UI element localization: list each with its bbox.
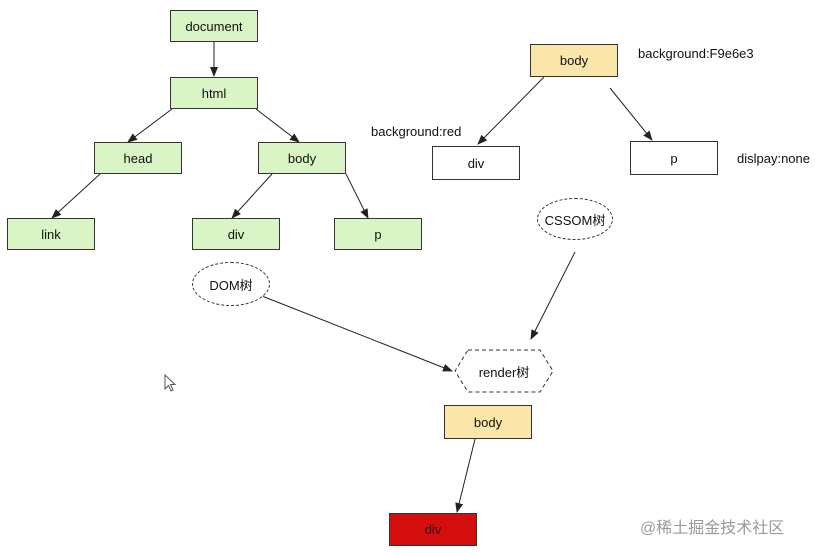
edge-render-body-div: [455, 438, 476, 513]
edge-body-div: [231, 173, 273, 219]
edge-cssom-body-div: [477, 76, 545, 145]
dom-node-link: link: [7, 218, 95, 250]
dom-node-head: head: [94, 142, 182, 174]
dom-node-html: html: [170, 77, 258, 109]
render-node-body: body: [444, 405, 532, 439]
dom-tree-caption: DOM树: [192, 262, 270, 306]
cssom-node-p: p: [630, 141, 718, 175]
cssom-body-style: background:F9e6e3: [638, 46, 754, 61]
dom-node-body: body: [258, 142, 346, 174]
edge-cssom-body-p: [609, 87, 653, 141]
cssom-tree-caption: CSSOM树: [537, 198, 613, 240]
cssom-p-style: dislpay:none: [737, 151, 810, 166]
dom-node-document: document: [170, 10, 258, 42]
cssom-node-div: div: [432, 146, 520, 180]
cssom-div-style: background:red: [371, 124, 462, 139]
edge-body-p: [345, 173, 369, 219]
edge-html-head: [127, 108, 173, 143]
edge-cssom-to-render: [530, 251, 576, 340]
edge-dom-to-render: [261, 295, 453, 372]
cssom-node-body: body: [530, 44, 618, 77]
mouse-pointer-icon: [164, 374, 177, 392]
watermark-text: @稀土掘金技术社区: [640, 520, 785, 537]
dom-node-p: p: [334, 218, 422, 250]
render-tree-caption-text: render树: [478, 364, 530, 380]
dom-node-div: div: [192, 218, 280, 250]
render-node-div: div: [389, 513, 477, 546]
edge-head-link: [51, 173, 101, 219]
edge-html-body: [255, 108, 300, 143]
render-tree-caption: render树: [454, 349, 554, 393]
hexagon-shape: [454, 349, 554, 393]
